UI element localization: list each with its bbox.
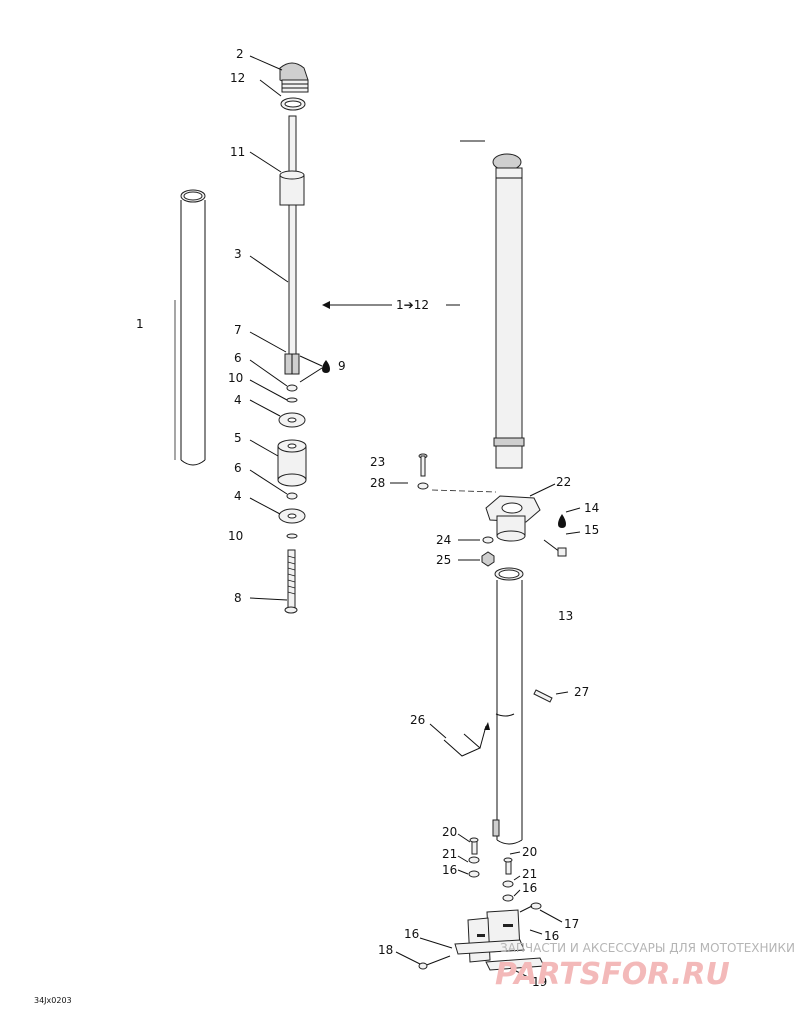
callout-4-lower: 4 (234, 489, 242, 503)
callout-21-right: 21 (522, 867, 537, 881)
callout-2: 2 (236, 47, 244, 61)
callout-16-bracket-left: 16 (404, 927, 419, 941)
arrow-1-to-12 (322, 301, 460, 309)
callout-17: 17 (564, 917, 579, 931)
callout-16-left: 16 (442, 863, 457, 877)
part-28-washer (390, 482, 497, 493)
callout-3: 3 (234, 247, 242, 261)
part-27-pin (533, 689, 553, 703)
callout-14: 14 (584, 501, 599, 515)
callout-labels: 2 12 11 3 1 1➔12 7 6 9 10 4 5 6 4 10 8 2… (136, 47, 599, 989)
part-16-washer-a (468, 870, 480, 878)
callout-5: 5 (234, 431, 242, 445)
part-5-bumper (277, 439, 307, 487)
part-8-bolt (284, 549, 298, 614)
part-1-tube (174, 189, 206, 466)
callout-20-left: 20 (442, 825, 457, 839)
leader-lines (249, 55, 581, 979)
part-20-bolt-b (503, 857, 513, 875)
callout-15: 15 (584, 523, 599, 537)
callout-10-lower: 10 (228, 529, 243, 543)
part-22-flange (485, 495, 541, 542)
part-24-washer (482, 536, 494, 544)
callout-11: 11 (230, 145, 245, 159)
callout-20-right: 20 (522, 845, 537, 859)
callout-25: 25 (436, 553, 451, 567)
callout-26: 26 (410, 713, 425, 727)
part-3-rod (288, 115, 297, 357)
part-25-nut (481, 551, 495, 567)
part-11-sleeve (279, 170, 305, 206)
part-18-bolt (418, 955, 451, 970)
callout-1: 1 (136, 317, 144, 331)
part-4-disc-b (278, 508, 306, 524)
drawing-code: 34Jx0203 (34, 996, 72, 1005)
callout-1-to-12: 1➔12 (396, 298, 429, 312)
callout-22: 22 (556, 475, 571, 489)
callout-9: 9 (338, 359, 346, 373)
upper-tube (460, 140, 525, 469)
callout-10-upper: 10 (228, 371, 243, 385)
part-10-ring-a (286, 397, 298, 403)
part-13-lower-tube (492, 567, 524, 845)
part-4-disc-a (278, 412, 306, 428)
callout-23: 23 (370, 455, 385, 469)
watermark-logo: PARTSFOR.RU (495, 957, 730, 992)
part-15-bolt (543, 539, 567, 557)
callout-24: 24 (436, 533, 451, 547)
callout-6-upper: 6 (234, 351, 242, 365)
callout-13: 13 (558, 609, 573, 623)
part-7-nut (284, 353, 300, 375)
part-17-bolt (519, 902, 542, 913)
part-26-clip (443, 713, 515, 757)
callout-16-bracket-right: 16 (544, 929, 559, 943)
callout-4-upper: 4 (234, 393, 242, 407)
part-21-washer-b (502, 880, 514, 888)
watermark: ЗАПЧАСТИ И АКСЕССУАРЫ ДЛЯ МОТОТЕХНИКИ PA… (495, 941, 795, 992)
part-10-ring-b (286, 533, 298, 539)
part-12-ring (280, 97, 306, 111)
callout-16-right: 16 (522, 881, 537, 895)
part-14-drop-icon (558, 514, 566, 528)
callout-18: 18 (378, 943, 393, 957)
callout-21-left: 21 (442, 847, 457, 861)
part-20-bolt-a (469, 837, 479, 855)
callout-7: 7 (234, 323, 242, 337)
part-2-cap (279, 62, 309, 93)
part-6-washer-a (286, 384, 298, 392)
callout-27: 27 (574, 685, 589, 699)
callout-12: 12 (230, 71, 245, 85)
part-19-bracket (454, 909, 545, 971)
watermark-tagline: ЗАПЧАСТИ И АКСЕССУАРЫ ДЛЯ МОТОТЕХНИКИ (500, 941, 795, 955)
part-23-screw (418, 453, 428, 477)
part-21-washer-a (468, 856, 480, 864)
part-16-washer-b (502, 894, 514, 902)
callout-28: 28 (370, 476, 385, 490)
callout-8: 8 (234, 591, 242, 605)
part-9-drop-icon (299, 355, 330, 383)
part-6-washer-b (286, 492, 298, 500)
callout-6-lower: 6 (234, 461, 242, 475)
callout-19: 19 (532, 975, 547, 989)
